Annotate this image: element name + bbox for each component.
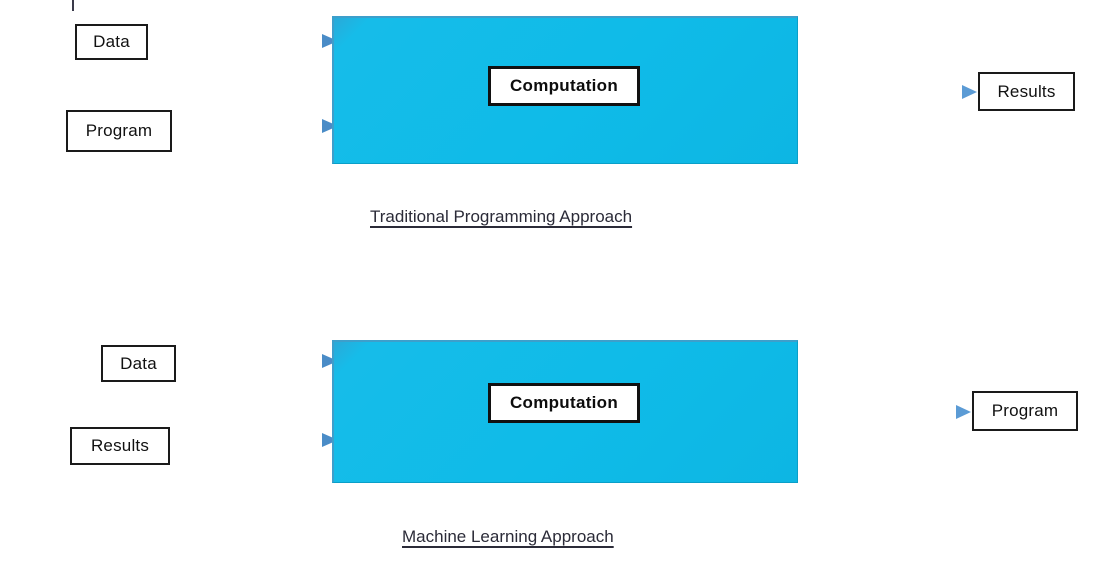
- computation-box-traditional: Computation: [488, 66, 640, 106]
- arrow-data-to-computation-bottom: [177, 354, 338, 368]
- stray-tick-mark: [72, 0, 74, 11]
- input-box-data-machine-learning: Data: [101, 345, 176, 382]
- arrow-program-to-computation-top: [173, 119, 338, 133]
- arrow-results-to-computation-bottom: [171, 433, 338, 447]
- arrow-computation-to-results-top: [800, 85, 977, 99]
- arrow-data-to-computation-top: [149, 34, 338, 48]
- caption-machine-learning: Machine Learning Approach: [402, 527, 614, 546]
- output-box-program-machine-learning: Program: [972, 391, 1078, 431]
- output-box-results-traditional: Results: [978, 72, 1075, 111]
- computation-box-machine-learning: Computation: [488, 383, 640, 423]
- arrow-computation-to-program-bottom: [800, 405, 971, 419]
- input-box-results-machine-learning: Results: [70, 427, 170, 465]
- caption-traditional-programming: Traditional Programming Approach: [370, 207, 633, 226]
- process-box-machine-learning: [332, 340, 798, 483]
- input-box-data-traditional: Data: [75, 24, 148, 60]
- input-box-program-traditional: Program: [66, 110, 172, 152]
